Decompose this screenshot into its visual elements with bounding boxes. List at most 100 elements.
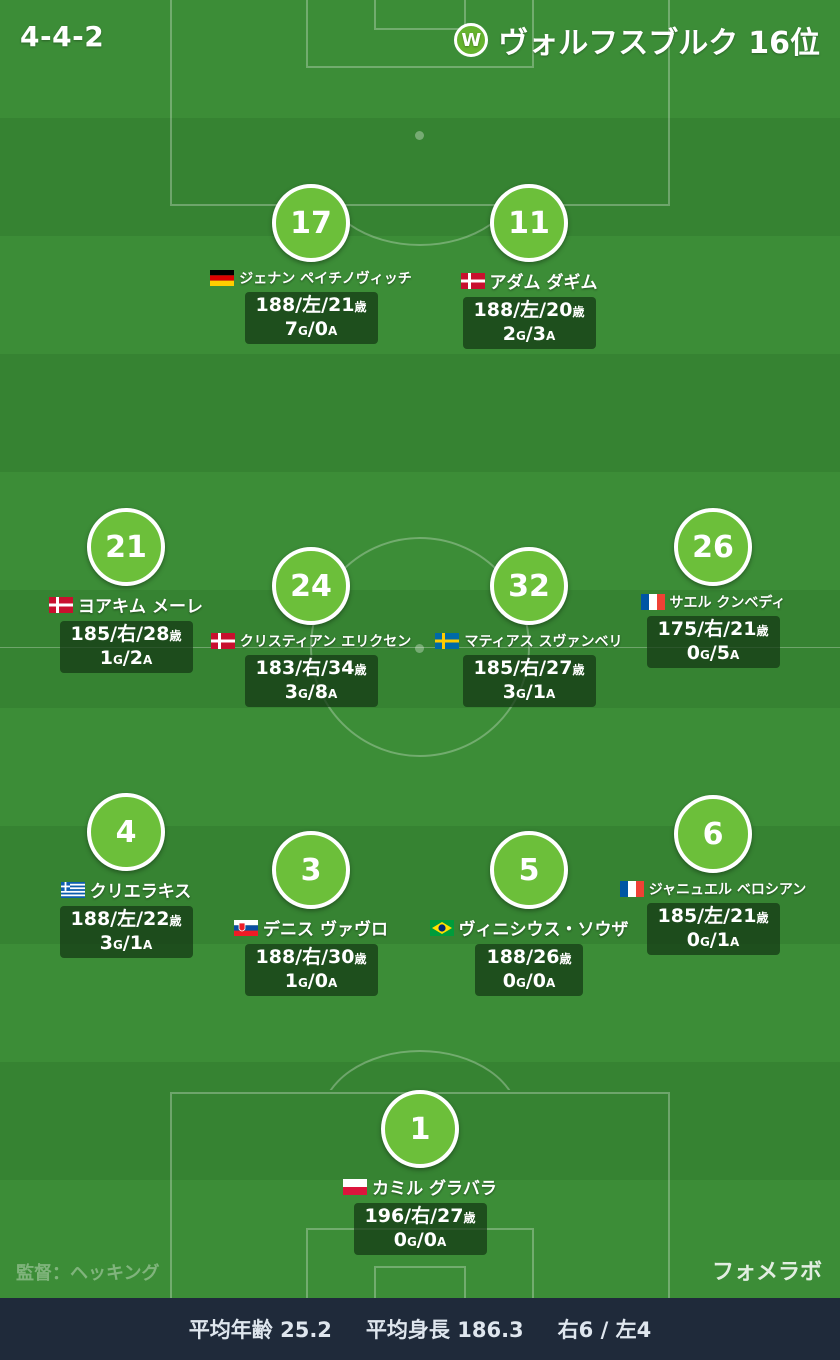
assist-suffix: A: [729, 935, 740, 949]
pitch-stripe: [0, 236, 840, 354]
formation-label: 4-4-2: [20, 20, 105, 53]
top-penalty-spot: [415, 131, 424, 140]
goal-suffix: G: [297, 687, 308, 701]
player-name: ジェナン ペイチノヴィッチ: [239, 271, 412, 287]
player-number-badge: 3: [272, 831, 350, 909]
player-goals: 7: [284, 318, 298, 340]
age-unit: 歳: [559, 952, 572, 966]
goal-suffix: G: [297, 976, 308, 990]
assist-suffix: A: [436, 1235, 447, 1249]
player-bio: 188/左/20: [473, 299, 573, 321]
player-stats-box: 185/右/27歳 3G/1A: [462, 655, 596, 707]
assist-suffix: A: [327, 687, 338, 701]
player-bio: 185/右/27: [473, 657, 573, 679]
player-card[interactable]: 1 カミル グラバラ 196/右/27歳 0G/0A: [300, 1090, 540, 1255]
poland-flag-icon: [343, 1178, 368, 1195]
player-card[interactable]: 6 ジャニュエル ベロシアン 185/左/21歳 0G/1A: [593, 795, 833, 955]
player-card[interactable]: 21 ヨアキム メーレ 185/右/28歳 1G/2A: [6, 508, 246, 673]
player-name-row: マティアス スヴァンベリ: [435, 631, 623, 651]
player-bio: 175/右/21: [657, 618, 757, 640]
slovakia-flag-icon: [234, 919, 259, 936]
player-assists: 0: [314, 318, 328, 340]
player-goals: 0: [393, 1229, 407, 1251]
player-assists: 0: [532, 970, 546, 992]
age-unit: 歳: [169, 629, 182, 643]
player-card[interactable]: 5 ヴィニシウス・ソウザ 188/26歳 0G/0A: [409, 831, 649, 996]
brand-label: フォメラボ: [711, 1260, 822, 1285]
player-goals: 1: [99, 647, 113, 669]
player-name-row: ジャニュエル ベロシアン: [619, 879, 807, 899]
assist-suffix: A: [142, 653, 153, 667]
greece-flag-icon: [60, 881, 85, 898]
player-card[interactable]: 11 アダム ダギム 188/左/20歳 2G/3A: [409, 184, 649, 349]
player-stats-box: 175/右/21歳 0G/5A: [646, 616, 780, 668]
team-stats-bar: 平均年齢 25.2 平均身長 186.3 右6 / 左4: [0, 1298, 840, 1360]
player-name-row: クリスティアン エリクセン: [210, 631, 411, 651]
assist-suffix: A: [327, 976, 338, 990]
player-assists: 1: [532, 681, 546, 703]
player-card[interactable]: 17 ジェナン ペイチノヴィッチ 188/左/21歳 7G/0A: [191, 184, 431, 344]
goal-suffix: G: [699, 648, 710, 662]
player-card[interactable]: 26 サエル クンベディ 175/右/21歳 0G/5A: [593, 508, 833, 668]
age-unit: 歳: [756, 624, 769, 638]
player-number-badge: 26: [674, 508, 752, 586]
player-stats-box: 188/左/20歳 2G/3A: [462, 297, 596, 349]
player-name: サエル クンベディ: [669, 595, 786, 611]
player-assists: 0: [423, 1229, 437, 1251]
player-goals: 0: [502, 970, 516, 992]
player-stats-box: 188/26歳 0G/0A: [475, 944, 583, 996]
avg-age: 平均年齢 25.2: [188, 1318, 332, 1342]
denmark-flag-icon: [460, 272, 485, 289]
player-stats-box: 185/右/28歳 1G/2A: [59, 621, 193, 673]
team-logo-icon: W: [454, 23, 489, 57]
player-bio: 188/26: [486, 946, 560, 968]
age-unit: 歳: [463, 1211, 476, 1225]
team-header: W ヴォルフスブルク 16位: [454, 18, 820, 62]
top-goal-box: [306, 0, 534, 68]
player-card[interactable]: 24 クリスティアン エリクセン 183/右/34歳 3G/8A: [191, 547, 431, 707]
player-name-row: サエル クンベディ: [640, 592, 786, 612]
player-name: デニス ヴァヴロ: [263, 920, 388, 940]
assist-suffix: A: [545, 687, 556, 701]
germany-flag-icon: [210, 270, 235, 286]
player-assists: 1: [716, 929, 730, 951]
pitch-stripe: [0, 0, 840, 118]
player-card[interactable]: 3 デニス ヴァヴロ 188/右/30歳 1G/0A: [191, 831, 431, 996]
player-assists: 8: [314, 681, 328, 703]
player-goals: 3: [502, 681, 516, 703]
player-name-row: カミル グラバラ: [343, 1174, 497, 1199]
player-number-badge: 1: [381, 1090, 459, 1168]
player-name-row: ヴィニシウス・ソウザ: [429, 915, 629, 940]
goal-suffix: G: [515, 976, 526, 990]
player-goals: 0: [686, 929, 700, 951]
player-stats-box: 188/右/30歳 1G/0A: [244, 944, 378, 996]
player-goals: 1: [284, 970, 298, 992]
player-name: ヨアキム メーレ: [78, 597, 203, 617]
team-name: ヴォルフスブルク: [498, 26, 739, 61]
age-unit: 歳: [572, 305, 585, 319]
player-card[interactable]: 4 クリエラキス 188/左/22歳 3G/1A: [6, 793, 246, 958]
sweden-flag-icon: [435, 633, 460, 649]
denmark-flag-icon: [49, 596, 74, 613]
player-number-badge: 4: [87, 793, 165, 871]
age-unit: 歳: [756, 911, 769, 925]
player-number-badge: 5: [490, 831, 568, 909]
bottom-goal: [374, 1266, 466, 1298]
player-name: カミル グラバラ: [372, 1179, 497, 1199]
brazil-flag-icon: [429, 919, 454, 936]
assist-suffix: A: [142, 938, 153, 952]
player-name: マティアス スヴァンベリ: [464, 634, 623, 650]
goal-suffix: G: [112, 938, 123, 952]
player-name: クリエラキス: [89, 882, 192, 902]
player-bio: 188/右/30: [255, 946, 355, 968]
player-number-badge: 17: [272, 184, 350, 262]
top-penalty-box: [170, 0, 670, 206]
player-assists: 3: [532, 323, 546, 345]
player-name: アダム ダギム: [489, 273, 598, 293]
player-stats-box: 188/左/21歳 7G/0A: [244, 292, 378, 344]
assist-suffix: A: [545, 976, 556, 990]
player-card[interactable]: 32 マティアス スヴァンベリ 185/右/27歳 3G/1A: [409, 547, 649, 707]
player-name: ジャニュエル ベロシアン: [648, 882, 807, 898]
age-unit: 歳: [354, 663, 367, 677]
france-flag-icon: [640, 594, 665, 610]
